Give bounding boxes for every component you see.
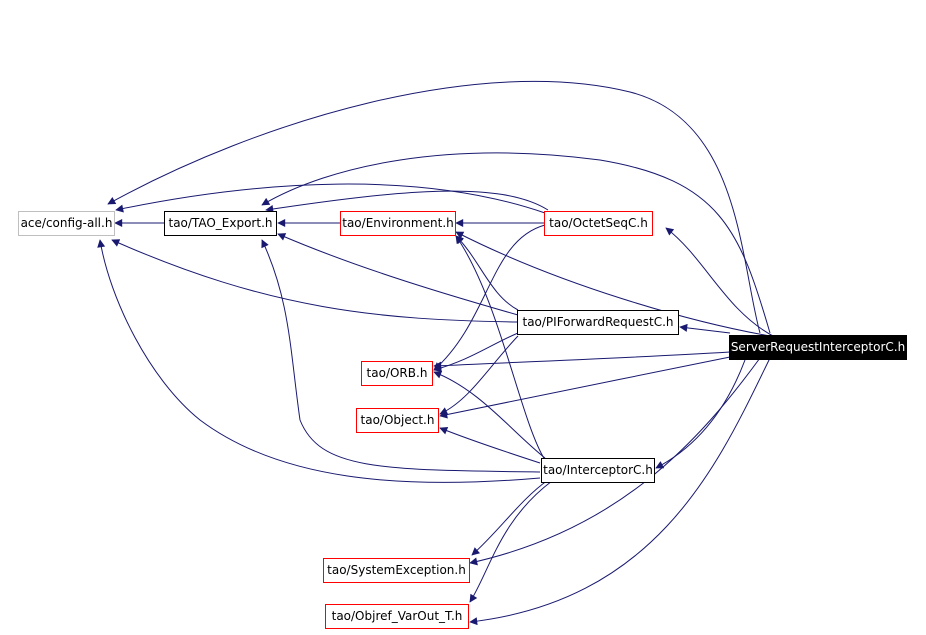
edge-interceptor-to-system-exception [471,479,549,556]
edge-piforward-to-orb [433,332,519,372]
edge-server-to-orb [433,351,731,370]
node-tao-export[interactable]: tao/TAO_Export.h [164,211,277,236]
edge-server-to-tao-export [261,152,771,334]
node-system-exception[interactable]: tao/SystemException.h [323,558,470,583]
node-server-request-interceptor[interactable]: ServerRequestInterceptorC.h [729,335,907,360]
edge-octetseq-to-config-all [115,183,546,214]
edge-octetseq-to-orb [433,224,546,371]
edge-server-to-interceptor [655,359,746,469]
node-objref-varout[interactable]: tao/Objref_VarOut_T.h [325,604,469,629]
edge-server-to-piforward [679,323,731,334]
node-config-all[interactable]: ace/config-all.h [18,211,115,236]
edge-octetseq-to-tao-export [265,190,549,213]
node-octetseq[interactable]: tao/OctetSeqC.h [544,211,653,236]
node-orb[interactable]: tao/ORB.h [361,361,433,386]
edge-interceptor-to-tao-export [261,239,541,473]
edge-piforward-to-config-all [111,239,519,323]
edge-piforward-to-tao-export [277,233,519,316]
edge-interceptor-to-orb [433,370,546,459]
edge-server-to-environment [455,231,771,337]
edge-interceptor-to-config-all [97,239,541,483]
edge-server-to-objref-varout [469,357,771,626]
node-interceptor[interactable]: tao/InterceptorC.h [541,458,655,483]
node-object[interactable]: tao/Object.h [356,408,439,433]
edge-interceptor-to-environment [455,235,546,461]
node-piforward-request[interactable]: tao/PIForwardRequestC.h [517,310,679,335]
edge-piforward-to-object [439,335,519,415]
edge-server-to-object [439,355,736,419]
edge-interceptor-to-object [439,426,541,464]
node-environment[interactable]: tao/Environment.h [340,211,456,236]
edge-interceptor-to-objref-varout [469,480,553,603]
edge-server-to-octetseq [665,227,774,337]
edge-server-to-config-all [107,80,761,334]
